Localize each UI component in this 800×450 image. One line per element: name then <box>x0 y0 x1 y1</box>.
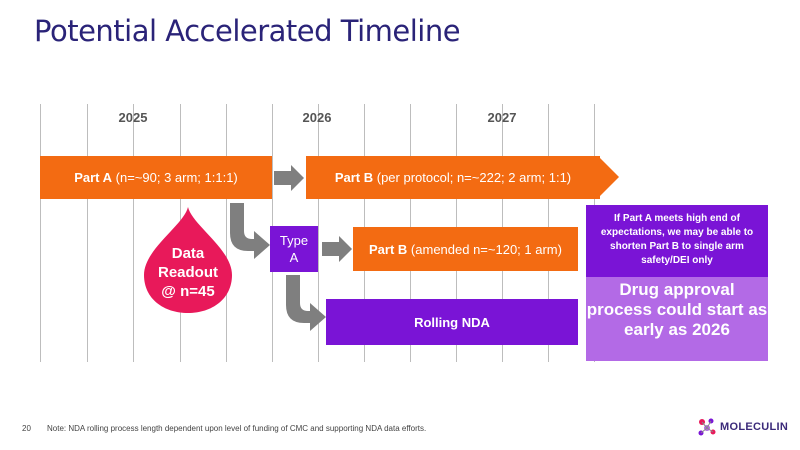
part-b-amended-bar: Part B (amended n=~120; 1 arm) <box>353 227 578 271</box>
gridline <box>226 104 227 362</box>
type-a-line2: A <box>289 250 299 265</box>
part-b-protocol-detail: (per protocol; n=~222; 2 arm; 1:1) <box>373 170 572 185</box>
part-b-amended-detail: (amended n=~120; 1 arm) <box>407 241 562 257</box>
gridline <box>133 104 134 362</box>
molecule-logo-icon <box>698 418 716 436</box>
part-b-protocol-bar: Part B (per protocol; n=~222; 2 arm; 1:1… <box>306 156 600 199</box>
data-readout-text: Data Readout @ n=45 <box>142 244 234 301</box>
gray-arrow-right-icon <box>322 236 352 262</box>
year-label-2025: 2025 <box>118 110 148 125</box>
gray-bent-arrow-icon <box>230 203 270 259</box>
data-readout-drop-icon <box>144 207 232 313</box>
year-label-2027: 2027 <box>487 110 517 125</box>
year-label-2026: 2026 <box>302 110 332 125</box>
part-a-bar: Part A (n=~90; 3 arm; 1:1:1) <box>40 156 272 199</box>
callout-shorten-part-b: If Part A meets high end of expectations… <box>586 205 768 277</box>
data-readout-line3: @ n=45 <box>161 283 215 300</box>
part-b-arrowhead-icon <box>600 158 619 196</box>
rolling-nda-bar: Rolling NDA <box>326 299 578 345</box>
footnote: Note: NDA rolling process length depende… <box>47 424 427 433</box>
callout-drug-approval: Drug approval process could start as ear… <box>586 277 768 361</box>
page-number: 20 <box>22 424 31 433</box>
logo-text: MOLECULIN <box>720 421 789 433</box>
type-a-box: Type A <box>270 226 318 272</box>
rolling-nda-label: Rolling NDA <box>414 314 490 330</box>
data-readout-line1: Data <box>171 245 205 262</box>
gray-bent-arrow-icon <box>286 275 326 331</box>
gridline <box>318 104 319 362</box>
data-readout-line2: Readout <box>158 264 218 281</box>
gray-arrow-right-icon <box>274 165 304 191</box>
gridline <box>87 104 88 362</box>
slide-title: Potential Accelerated Timeline <box>34 14 461 48</box>
gridline <box>40 104 41 362</box>
type-a-line1: Type <box>279 233 309 248</box>
part-b-protocol-label: Part B <box>334 170 374 185</box>
part-a-label: Part A <box>74 170 113 185</box>
part-b-amended-label: Part B <box>369 241 408 257</box>
part-a-detail: (n=~90; 3 arm; 1:1:1) <box>112 170 238 185</box>
moleculin-logo: MOLECULIN <box>696 416 788 438</box>
